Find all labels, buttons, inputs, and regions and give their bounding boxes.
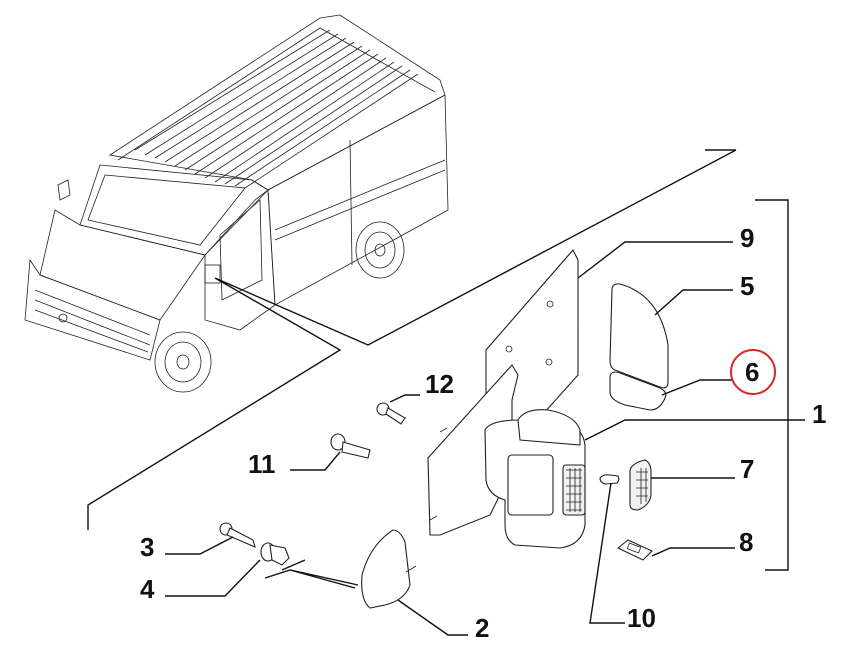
part-11-bolt: [330, 433, 371, 459]
part-5-mirror-glass-upper: [609, 283, 669, 389]
callout-10: 10: [627, 603, 656, 633]
callout-4: 4: [140, 574, 155, 604]
zoom-leader: [87, 149, 737, 530]
part-1-mirror-housing: [427, 364, 586, 549]
leader-lines: [165, 241, 805, 636]
part-6-mirror-glass-lower: [609, 371, 667, 411]
callout-12: 12: [425, 369, 454, 399]
highlight-circle: [730, 349, 776, 395]
callout-7: 7: [740, 454, 754, 484]
part-8-lamp-lens: [616, 539, 653, 561]
callout-1: 1: [812, 399, 826, 429]
callout-5: 5: [740, 271, 754, 301]
callout-11: 11: [248, 449, 276, 479]
part-3-screw: [219, 522, 256, 548]
callout-9: 9: [740, 223, 754, 253]
part-2-base-cover: [361, 529, 417, 609]
part-10-bulb: [599, 474, 620, 485]
assembly-bracket: [755, 199, 789, 571]
part-4-clip-nut: [260, 542, 290, 566]
van-illustration: [24, 14, 449, 393]
callout-2: 2: [475, 613, 489, 643]
callout-8: 8: [739, 527, 753, 557]
callout-3: 3: [140, 532, 154, 562]
part-12-bolt: [376, 402, 406, 425]
callout-6: 6: [745, 357, 759, 387]
part-7-turn-signal-lens: [629, 459, 652, 511]
